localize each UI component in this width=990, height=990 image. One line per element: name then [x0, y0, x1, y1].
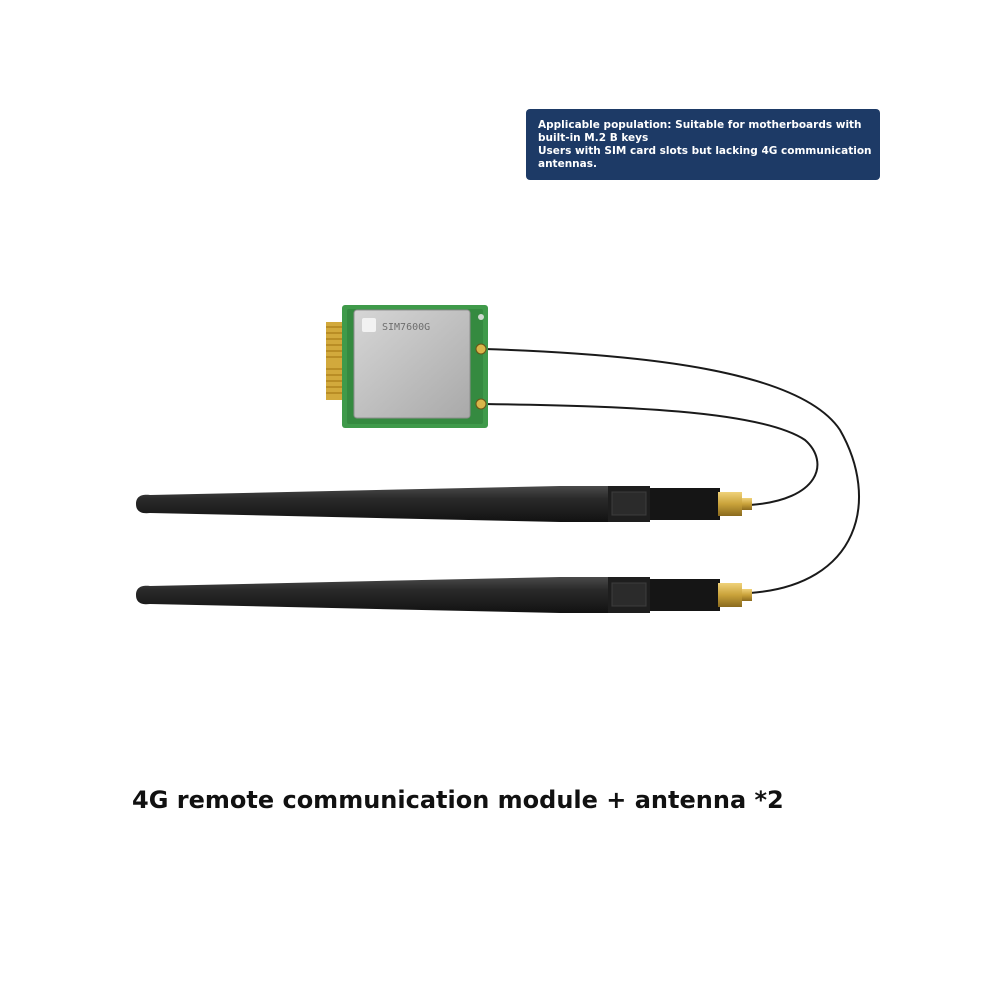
chip-label: SIM7600G [382, 322, 430, 333]
edge-pins [326, 326, 350, 394]
info-line-4: antennas. [538, 158, 597, 170]
info-line-1: Applicable population: Suitable for moth… [538, 119, 862, 131]
cable-lower [483, 403, 819, 506]
info-line-2: built-in M.2 B keys [538, 132, 649, 144]
info-line-3: Users with SIM card slots but lacking 4G… [538, 145, 872, 157]
antenna-lower [136, 577, 752, 613]
info-box: Applicable population: Suitable for moth… [526, 109, 880, 180]
m2-module: SIM7600G [326, 305, 488, 428]
antenna-upper [136, 486, 752, 522]
antenna-port-main [475, 343, 487, 355]
antenna-port-aux [475, 398, 487, 410]
cable-upper [483, 348, 860, 594]
caption: 4G remote communication module + antenna… [132, 786, 784, 814]
